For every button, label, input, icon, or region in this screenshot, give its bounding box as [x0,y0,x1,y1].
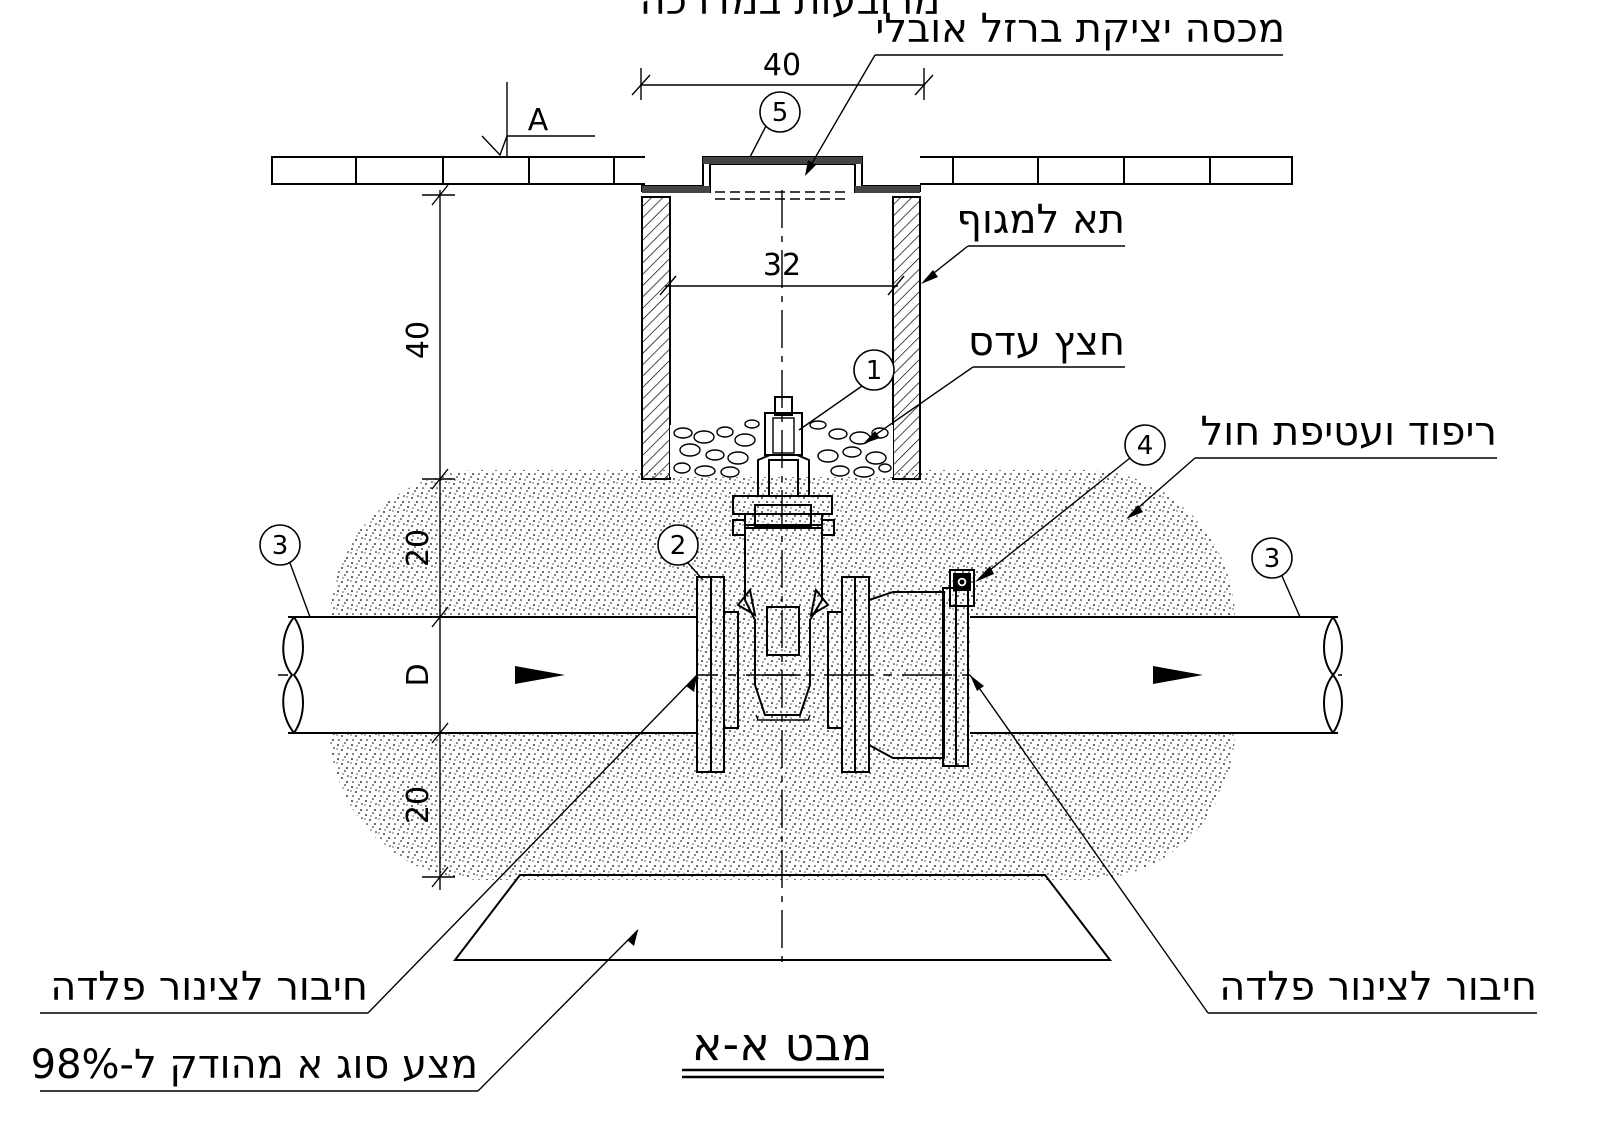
pipe-left [282,616,698,734]
callout-3-left: 3 [259,524,311,618]
svg-text:תא למגוף: תא למגוף [956,197,1125,243]
label-connection-right: חיבור לצינור פלדה [969,674,1537,1014]
chamber-wall-left [641,196,671,480]
label-base: מצע סוג א מהודק ל-98% [31,929,639,1092]
svg-text:2: 2 [670,531,687,561]
svg-text:מבט א-א: מבט א-א [692,1017,872,1071]
svg-text:מצע סוג א מהודק ל-98%: מצע סוג א מהודק ל-98% [31,1042,478,1088]
flow-arrow-left [515,666,565,684]
section-marker: A [481,82,595,157]
svg-text:40: 40 [763,48,801,83]
svg-text:4: 4 [1137,431,1154,461]
svg-text:5: 5 [772,98,789,128]
svg-text:חיבור לצינור פלדה: חיבור לצינור פלדה [1219,964,1537,1010]
svg-text:32: 32 [763,248,801,283]
label-gravel: חצץ עדס [863,319,1125,444]
label-sand: ריפוד ועטיפת חול [1126,409,1497,519]
gate-valve [696,396,870,773]
view-title: מבט א-א [682,1017,884,1079]
flow-arrow-right [1153,666,1203,684]
callout-1: 1 [798,349,895,431]
callout-5: 5 [749,91,801,158]
callout-3-right: 3 [1251,537,1301,618]
svg-text:מכסה יציקת ברזל אובלי: מכסה יציקת ברזל אובלי [875,6,1285,52]
callout-2: 2 [657,524,704,581]
svg-text:A: A [528,103,549,138]
cut-top-label: מרובעות במדרכה [640,0,941,24]
label-box: תא למגוף [921,197,1125,284]
dim-sand-bottom: 20 [401,786,436,824]
svg-text:חיבור לצינור פלדה: חיבור לצינור פלדה [50,964,368,1010]
dim-box-depth: 40 [401,321,436,359]
dim-box-inner-width: 32 [659,248,905,296]
svg-text:3: 3 [272,531,289,561]
dim-cover-width: 40 [631,48,934,100]
svg-text:3: 3 [1264,544,1281,574]
coupling [868,569,975,767]
compacted-base-layer [452,874,1113,961]
dim-sand-top: 20 [401,529,436,567]
svg-text:חצץ עדס: חצץ עדס [968,319,1125,365]
chamber-wall-right [892,196,921,480]
dim-vertical-chain: 40 20 D 20 [401,184,455,890]
label-cover: מכסה יציקת ברזל אובלי [805,6,1285,176]
dim-pipe-diameter: D [401,663,436,686]
label-connection-left: חיבור לצינור פלדה [40,674,698,1014]
svg-text:1: 1 [866,356,883,386]
callout-4: 4 [975,424,1166,582]
svg-text:ריפוד ועטיפת חול: ריפוד ועטיפת חול [1200,409,1497,455]
